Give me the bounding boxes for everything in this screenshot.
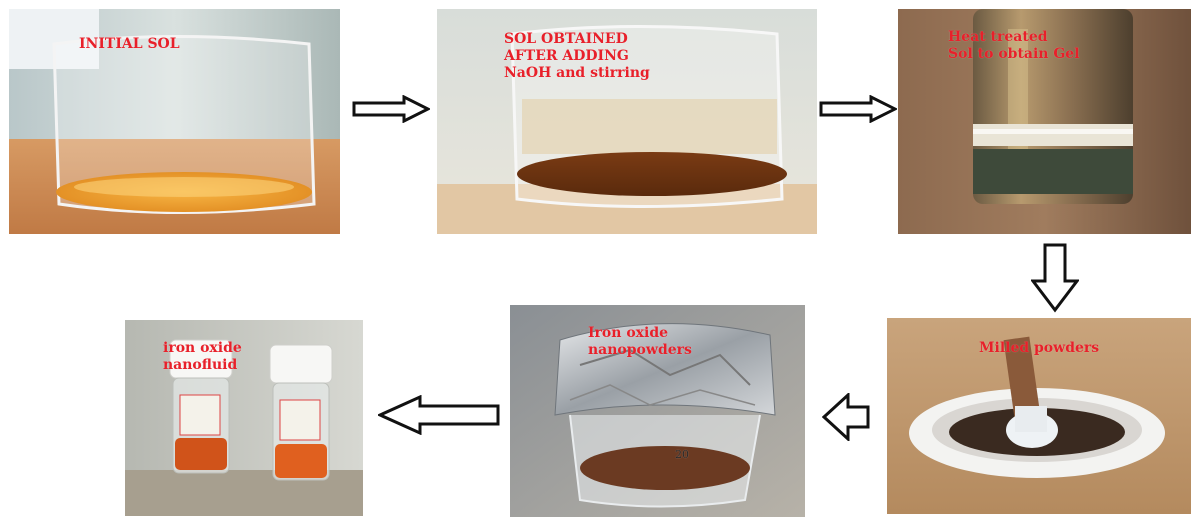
photo-initial-sol: INITIAL SOL (9, 9, 340, 234)
beaker-mark: 20 (675, 448, 689, 461)
right-arrow-icon (819, 95, 897, 123)
right-arrow-icon (352, 95, 430, 123)
step-label-sol-after-naoh: SOL OBTAINED AFTER ADDING NaOH and stirr… (504, 31, 650, 81)
milled-powders-photo (887, 318, 1191, 514)
heat-treated-gel-photo (898, 9, 1191, 234)
left-arrow-icon (822, 393, 870, 441)
step-label-milled-powders: Milled powders (979, 340, 1100, 356)
photo-milled-powders: Milled powders (887, 318, 1191, 514)
left-arrow-icon (378, 395, 500, 435)
sol-after-naoh-photo (437, 9, 817, 234)
step-label-iron-oxide-nanofluid: iron oxide nanofluid (163, 340, 242, 373)
iron-oxide-nanofluid-photo (125, 320, 363, 516)
photo-iron-oxide-nanopowders: Iron oxide nanopowders 20 (510, 305, 805, 517)
initial-sol-photo (9, 9, 340, 234)
photo-iron-oxide-nanofluid: iron oxide nanofluid (125, 320, 363, 516)
photo-sol-after-naoh: SOL OBTAINED AFTER ADDING NaOH and stirr… (437, 9, 817, 234)
step-label-initial-sol: INITIAL SOL (79, 36, 180, 52)
photo-heat-treated-gel: Heat treated Sol to obtain Gel (898, 9, 1191, 234)
step-label-iron-oxide-nanopowders: Iron oxide nanopowders (588, 325, 692, 358)
down-arrow-icon (1031, 243, 1079, 313)
step-label-heat-treated: Heat treated Sol to obtain Gel (948, 29, 1080, 62)
iron-oxide-nanopowders-photo (510, 305, 805, 517)
